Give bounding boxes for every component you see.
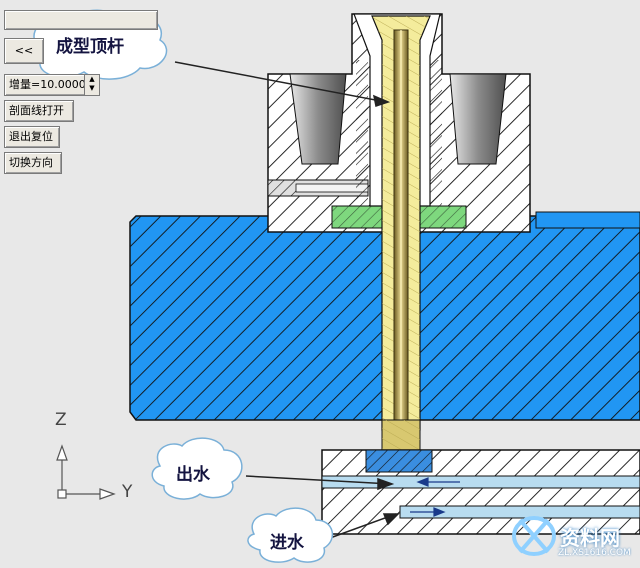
callout-water-out: 出水 [176,465,210,485]
watermark-url: ZL.XS1616.COM [558,548,631,558]
callout-water-in: 进水 [270,533,304,553]
callout-leaders [174,61,400,539]
left-cone-cavity [289,73,347,165]
axis-triad [56,444,116,500]
spin-up-icon[interactable]: ▲ [89,75,95,83]
top-slider-bar[interactable] [4,10,158,30]
axis-label-y: Y [122,482,133,502]
watermark-logo [512,516,556,556]
flow-arrows [410,477,460,517]
cloud-water-in [247,507,334,563]
increment-spinner[interactable]: ▲▼ [84,75,99,95]
lower-pin-shank [381,419,421,451]
watermark-brand: 资料网 [560,526,620,550]
section-toggle-button[interactable]: 剖面线打开 [4,100,74,122]
water-channel-in [399,505,640,519]
nav-left-button[interactable]: << [4,38,44,64]
right-cone-cavity [449,73,507,165]
side-bolt [267,179,369,197]
cloud-water-out [151,437,243,500]
exit-reset-button[interactable]: 退出复位 [4,126,60,148]
callout-ejector-pin: 成型顶杆 [56,37,124,57]
water-channel-out [321,475,640,489]
axis-label-z: Z [55,410,67,430]
increment-field[interactable]: 增量=10.0000 ▲▼ [4,74,100,96]
switch-direction-button[interactable]: 切换方向 [4,152,62,174]
spin-down-icon[interactable]: ▼ [89,84,95,92]
lower-cooling-plate [321,449,640,535]
increment-label: 增量=10.0000 [9,78,86,91]
